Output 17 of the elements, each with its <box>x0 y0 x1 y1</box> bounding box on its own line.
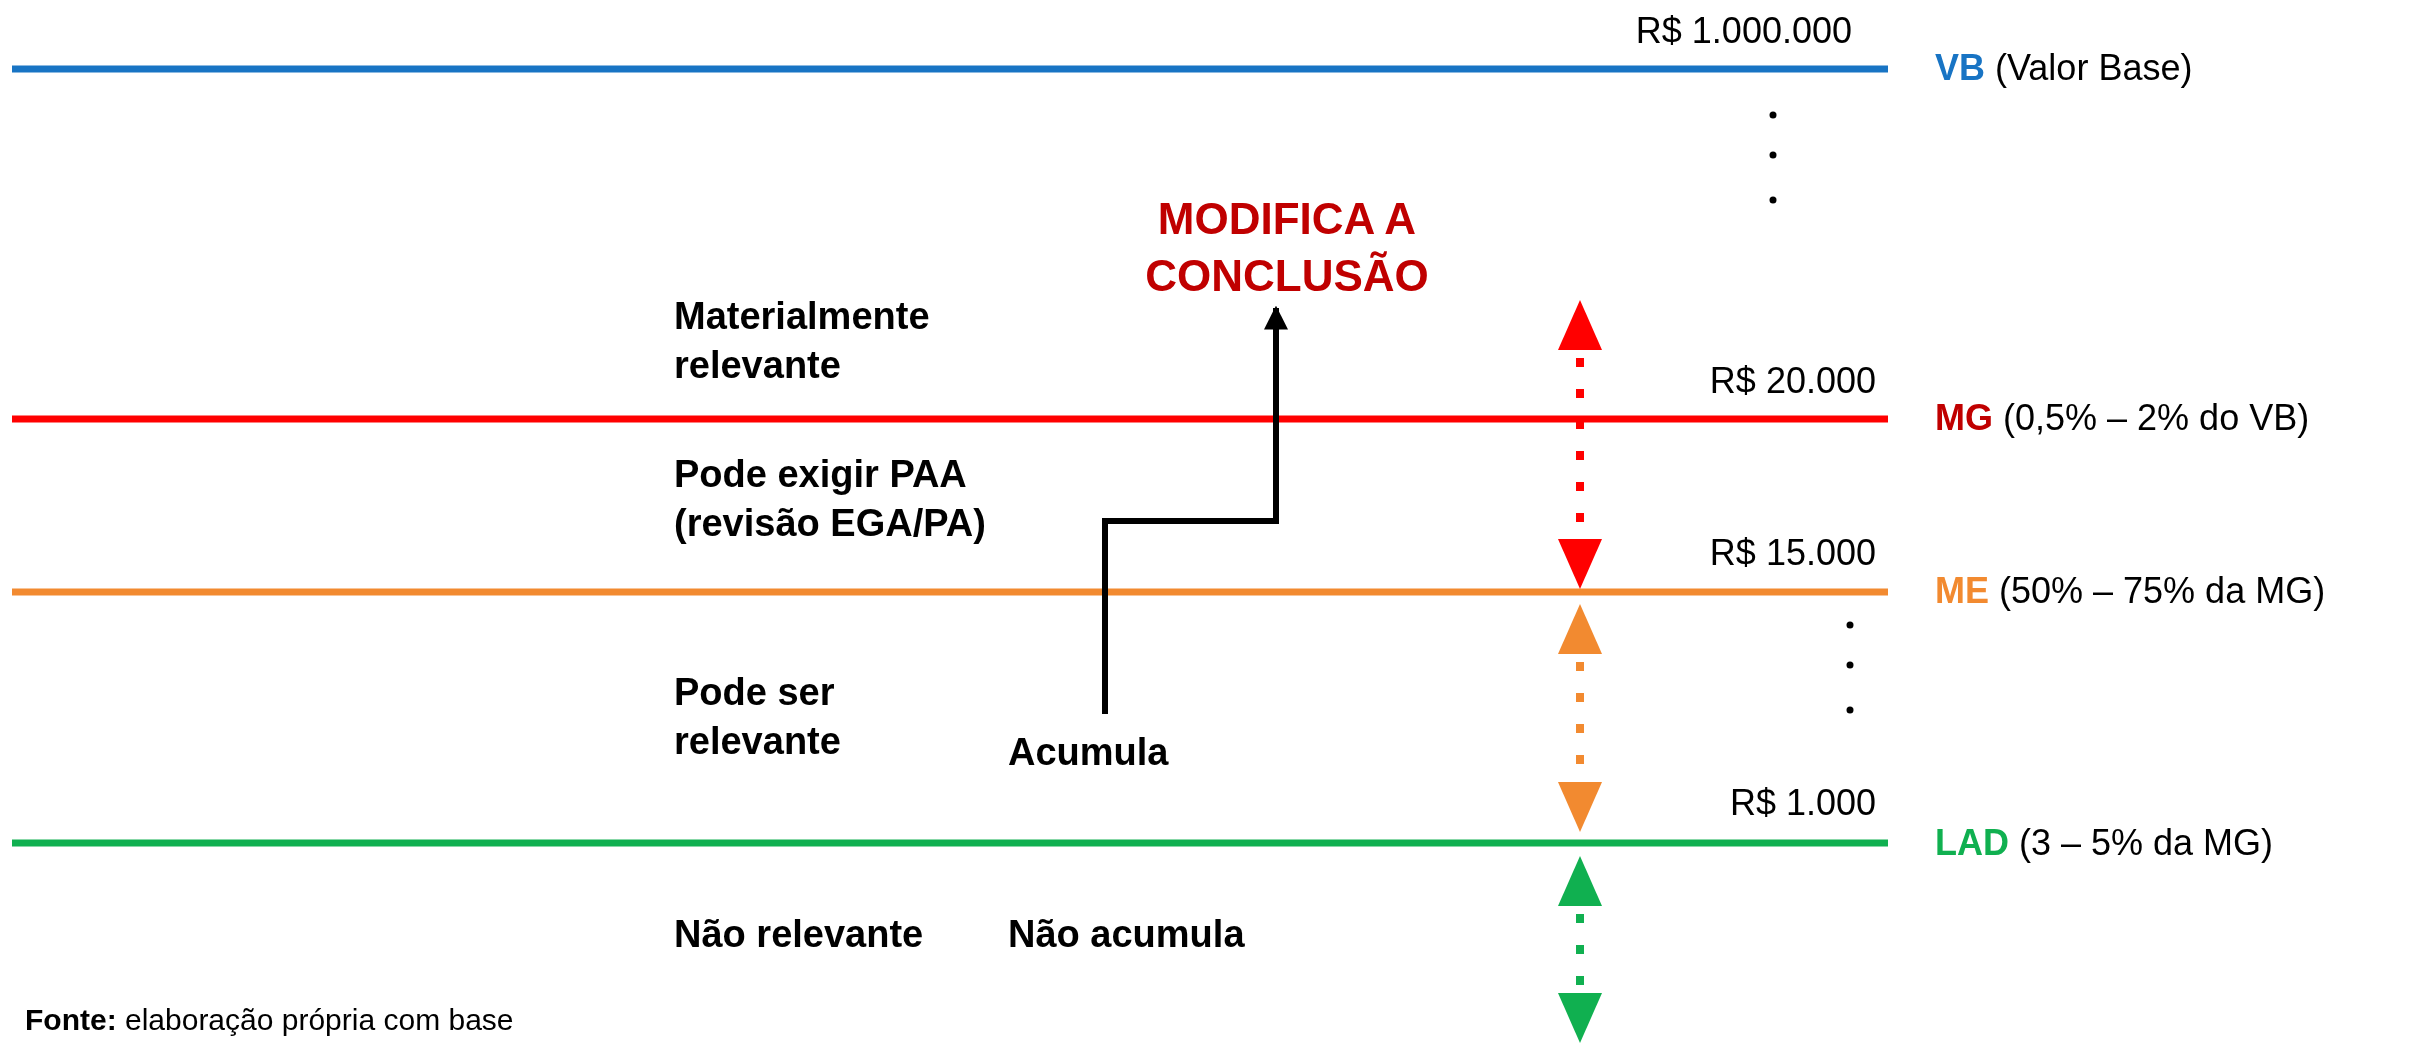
value-label: R$ 20.000 <box>1709 359 1876 403</box>
band-label: Não acumula <box>1008 912 1245 957</box>
value-label: R$ 1.000.000 <box>1635 9 1852 53</box>
band-label: Materialmente relevante <box>674 294 931 389</box>
node-text: Acumula <box>1008 728 1169 778</box>
node-text: MODIFICA A CONCLUSÃO <box>1062 190 1512 305</box>
threshold-label: LAD (3 – 5% da MG) <box>1935 821 2274 865</box>
threshold-label: ME (50% – 75% da MG) <box>1935 569 2326 613</box>
band-label: Não relevante <box>674 912 924 957</box>
band-label: Pode exigir PAA (revisão EGA/PA) <box>674 452 987 547</box>
value-label: R$ 1.000 <box>1729 781 1876 825</box>
arrow <box>1102 305 1288 714</box>
band-label: Pode ser relevante <box>674 670 842 765</box>
value-label: R$ 15.000 <box>1709 531 1876 575</box>
source-note: Fonte: elaboração própria com base <box>25 1002 514 1038</box>
threshold-label: VB (Valor Base) <box>1935 46 2193 90</box>
threshold-label: MG (0,5% – 2% do VB) <box>1935 396 2310 440</box>
